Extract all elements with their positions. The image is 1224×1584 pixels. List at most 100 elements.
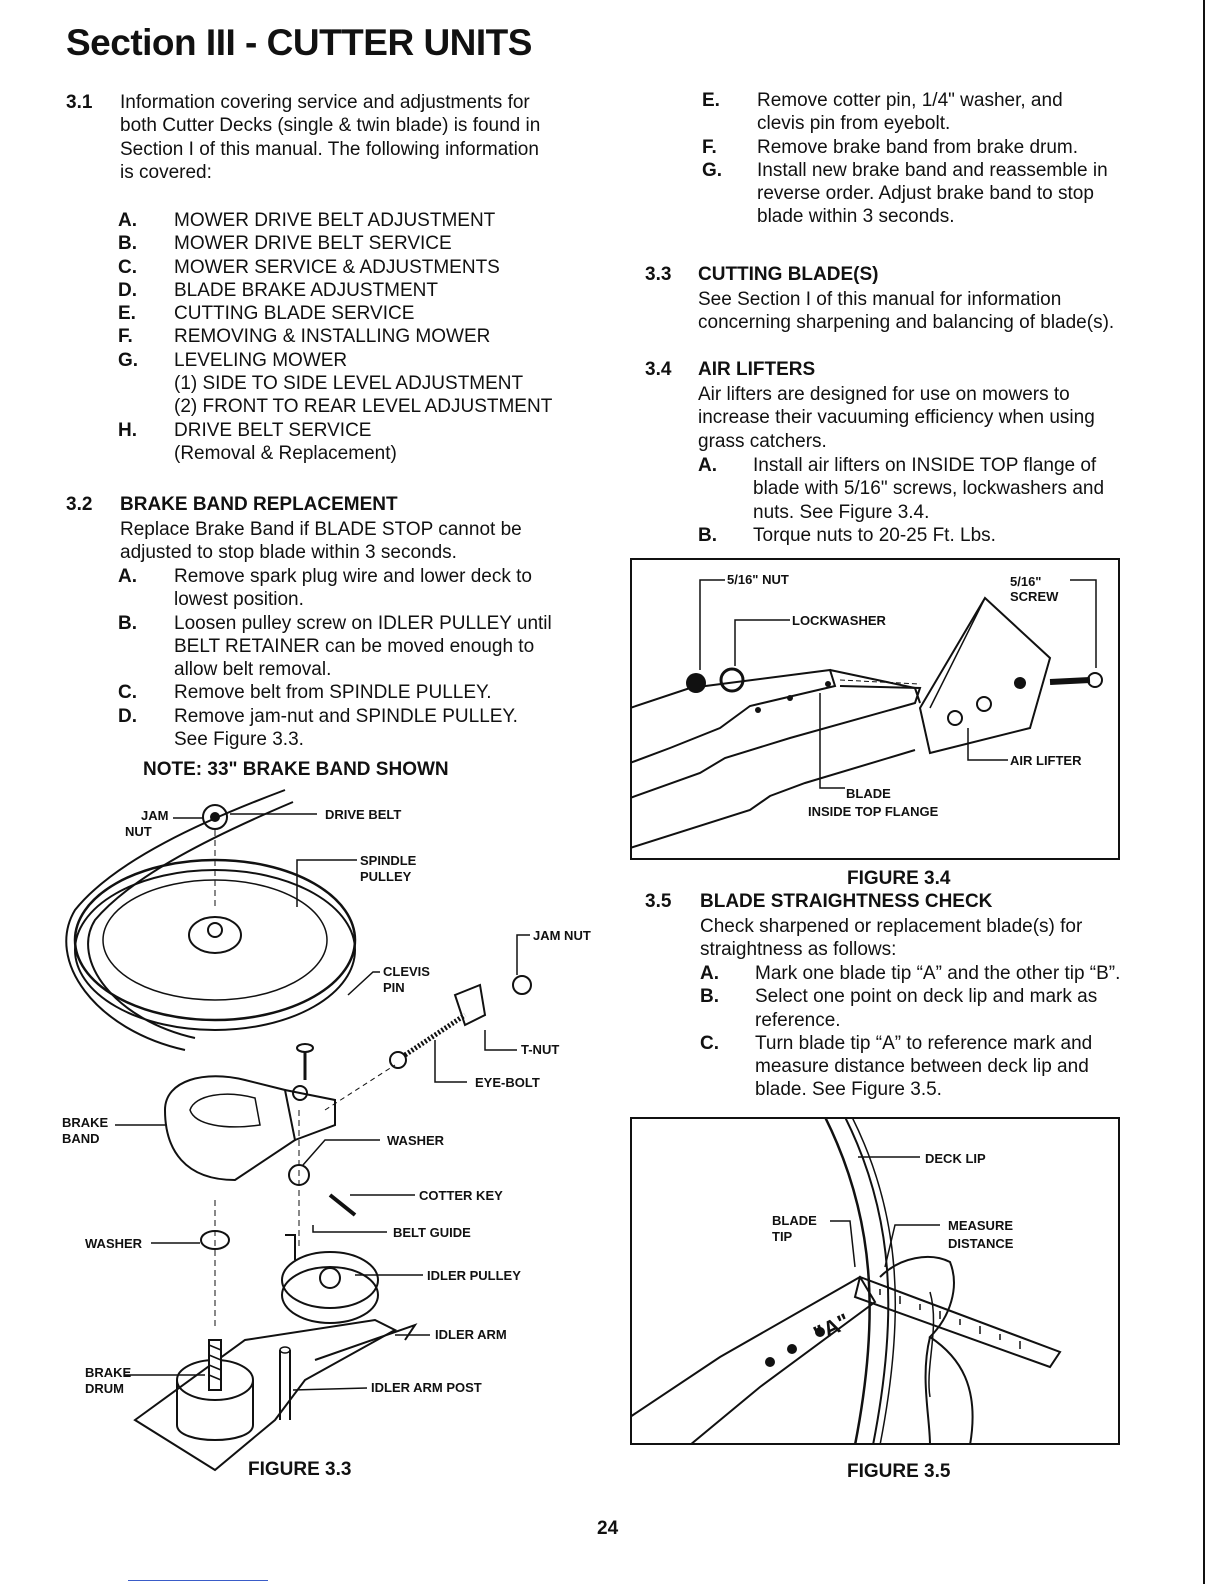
label-screw-2: SCREW — [1010, 589, 1059, 604]
label-clevis-pin: CLEVIS — [383, 964, 430, 979]
text-line: both Cutter Decks (single & twin blade) … — [120, 115, 541, 137]
section-3-1-list: A.MOWER DRIVE BELT ADJUSTMENT B.MOWER DR… — [118, 209, 552, 465]
list-item: D.BLADE BRAKE ADJUSTMENT — [118, 279, 438, 301]
section-3-3-heading: CUTTING BLADE(S) — [698, 264, 879, 285]
label-spindle-pulley-2: PULLEY — [360, 869, 412, 884]
text-line: See Section I of this manual for informa… — [698, 289, 1062, 310]
section-3-4-heading: AIR LIFTERS — [698, 359, 816, 380]
label-clevis-pin-2: PIN — [383, 980, 405, 995]
bottom-rule — [128, 1580, 268, 1581]
label-brake-drum: BRAKE — [85, 1365, 132, 1380]
label-brake-drum-2: DRUM — [85, 1381, 124, 1396]
label-idler-pulley: IDLER PULLEY — [427, 1268, 521, 1283]
section-3-3-body: See Section I of this manual for informa… — [698, 288, 1114, 335]
section-3-1-intro: Information covering service and adjustm… — [120, 91, 540, 184]
text-line: straightness as follows: — [700, 939, 897, 961]
label-cotter-key: COTTER KEY — [419, 1188, 503, 1203]
section-3-4-number: 3.4 — [645, 359, 672, 380]
section-3-2-heading: BRAKE BAND REPLACEMENT — [120, 494, 398, 515]
label-t-nut: T-NUT — [521, 1042, 559, 1057]
label-jam-nut-right: JAM NUT — [533, 928, 591, 943]
section-3-4-steps: A.Install air lifters on INSIDE TOP flan… — [698, 454, 1104, 547]
text-line: grass catchers. — [698, 430, 827, 452]
list-item: (1) SIDE TO SIDE LEVEL ADJUSTMENT — [174, 373, 524, 395]
list-item: C.Remove belt from SPINDLE PULLEY. — [118, 682, 492, 704]
figure-3-5-frame — [630, 1117, 1120, 1445]
section-3-3-number: 3.3 — [645, 264, 672, 285]
text-line: adjusted to stop blade within 3 seconds. — [120, 542, 457, 564]
note-brake-band: NOTE: 33" BRAKE BAND SHOWN — [143, 759, 449, 780]
label-measure: MEASURE — [948, 1218, 1013, 1233]
list-item: D.Remove jam-nut and SPINDLE PULLEY.See … — [118, 705, 518, 751]
label-lockwasher: LOCKWASHER — [792, 613, 887, 628]
label-deck-lip: DECK LIP — [925, 1151, 986, 1166]
text-line: Check sharpened or replacement blade(s) … — [700, 916, 1083, 937]
label-screw: 5/16" — [1010, 574, 1041, 589]
label-air-lifter: AIR LIFTER — [1010, 753, 1082, 768]
list-item: A.Remove spark plug wire and lower deck … — [118, 566, 533, 611]
figure-3-5-illustration: DECK LIP BLADE TIP MEASURE DISTANCE "A" — [630, 1117, 1062, 1445]
list-item: B.MOWER DRIVE BELT SERVICE — [118, 233, 452, 255]
list-item: (Removal & Replacement) — [174, 442, 397, 464]
label-washer-left: WASHER — [85, 1236, 143, 1251]
text-line: concerning sharpening and balancing of b… — [698, 312, 1115, 334]
list-item: E.CUTTING BLADE SERVICE — [118, 303, 415, 325]
list-item: B.Loosen pulley screw on IDLER PULLEY un… — [118, 612, 552, 681]
label-blade-tip: BLADE — [772, 1213, 817, 1228]
list-item: C.Turn blade tip “A” to reference mark a… — [700, 1032, 1093, 1101]
section-3-1-number: 3.1 — [66, 92, 93, 113]
text-line: Air lifters are designed for use on mowe… — [698, 384, 1070, 405]
list-item: A.Mark one blade tip “A” and the other t… — [700, 963, 1121, 984]
figure-3-5-caption: FIGURE 3.5 — [847, 1461, 951, 1482]
section-3-2-intro: Replace Brake Band if BLADE STOP cannot … — [120, 518, 522, 565]
label-jam-nut-left: JAM — [141, 808, 168, 823]
section-3-5-steps: A.Mark one blade tip “A” and the other t… — [700, 962, 1120, 1102]
section-3-2-steps: A.Remove spark plug wire and lower deck … — [118, 565, 552, 751]
section-3-2-number: 3.2 — [66, 494, 93, 515]
list-item: H.DRIVE BELT SERVICE — [118, 419, 372, 441]
label-blade-2: INSIDE TOP FLANGE — [808, 804, 939, 819]
section-3-5-body: Check sharpened or replacement blade(s) … — [700, 915, 1082, 962]
list-item: (2) FRONT TO REAR LEVEL ADJUSTMENT — [174, 396, 553, 418]
list-item: F.Remove brake band from brake drum. — [702, 136, 1079, 158]
list-item: A.Install air lifters on INSIDE TOP flan… — [698, 455, 1105, 523]
list-item: G.LEVELING MOWER — [118, 349, 348, 371]
right-edge-line — [1203, 0, 1205, 1584]
text-line: Information covering service and adjustm… — [120, 92, 530, 113]
figure-3-3-illustration: JAM NUT DRIVE BELT SPINDLE PULLEY JAM NU… — [62, 789, 591, 1472]
figure-3-4-caption: FIGURE 3.4 — [847, 868, 951, 889]
list-item: B.Torque nuts to 20-25 Ft. Lbs. — [698, 524, 996, 546]
list-item: C.MOWER SERVICE & ADJUSTMENTS — [118, 256, 500, 278]
text-line: Replace Brake Band if BLADE STOP cannot … — [120, 519, 522, 540]
list-item: B.Select one point on deck lip and mark … — [700, 986, 1098, 1031]
list-item: F.REMOVING & INSTALLING MOWER — [118, 326, 491, 348]
figure-3-3-caption: FIGURE 3.3 — [248, 1459, 352, 1480]
label-drive-belt: DRIVE BELT — [325, 807, 401, 822]
section-3-5-number: 3.5 — [645, 891, 672, 912]
label-jam-nut-left-2: NUT — [125, 824, 152, 839]
blade-mark-a: "A" — [810, 1308, 854, 1346]
list-item: A.MOWER DRIVE BELT ADJUSTMENT — [118, 210, 496, 231]
section-3-5-heading: BLADE STRAIGHTNESS CHECK — [700, 891, 993, 912]
label-washer-right: WASHER — [387, 1133, 445, 1148]
label-idler-arm-post: IDLER ARM POST — [371, 1380, 482, 1395]
label-spindle-pulley: SPINDLE — [360, 853, 417, 868]
label-brake-band-2: BAND — [62, 1131, 100, 1146]
text-line: is covered: — [120, 161, 212, 183]
label-belt-guide: BELT GUIDE — [393, 1225, 471, 1240]
figure-3-4-illustration: 5/16" NUT 5/16" SCREW LOCKWASHER AIR LIF… — [630, 572, 1103, 849]
label-measure-2: DISTANCE — [948, 1236, 1014, 1251]
label-eye-bolt: EYE-BOLT — [475, 1075, 540, 1090]
figure-3-4-frame — [630, 558, 1120, 860]
label-idler-arm: IDLER ARM — [435, 1327, 507, 1342]
page-title: Section III - CUTTER UNITS — [66, 22, 532, 63]
text-line: Section I of this manual. The following … — [120, 138, 539, 160]
text-line: increase their vacuuming efficiency when… — [698, 407, 1095, 429]
label-blade-tip-2: TIP — [772, 1229, 793, 1244]
section-3-4-body: Air lifters are designed for use on mowe… — [698, 383, 1095, 453]
label-blade: BLADE — [846, 786, 891, 801]
page-number: 24 — [597, 1518, 619, 1539]
label-nut: 5/16" NUT — [727, 572, 789, 587]
